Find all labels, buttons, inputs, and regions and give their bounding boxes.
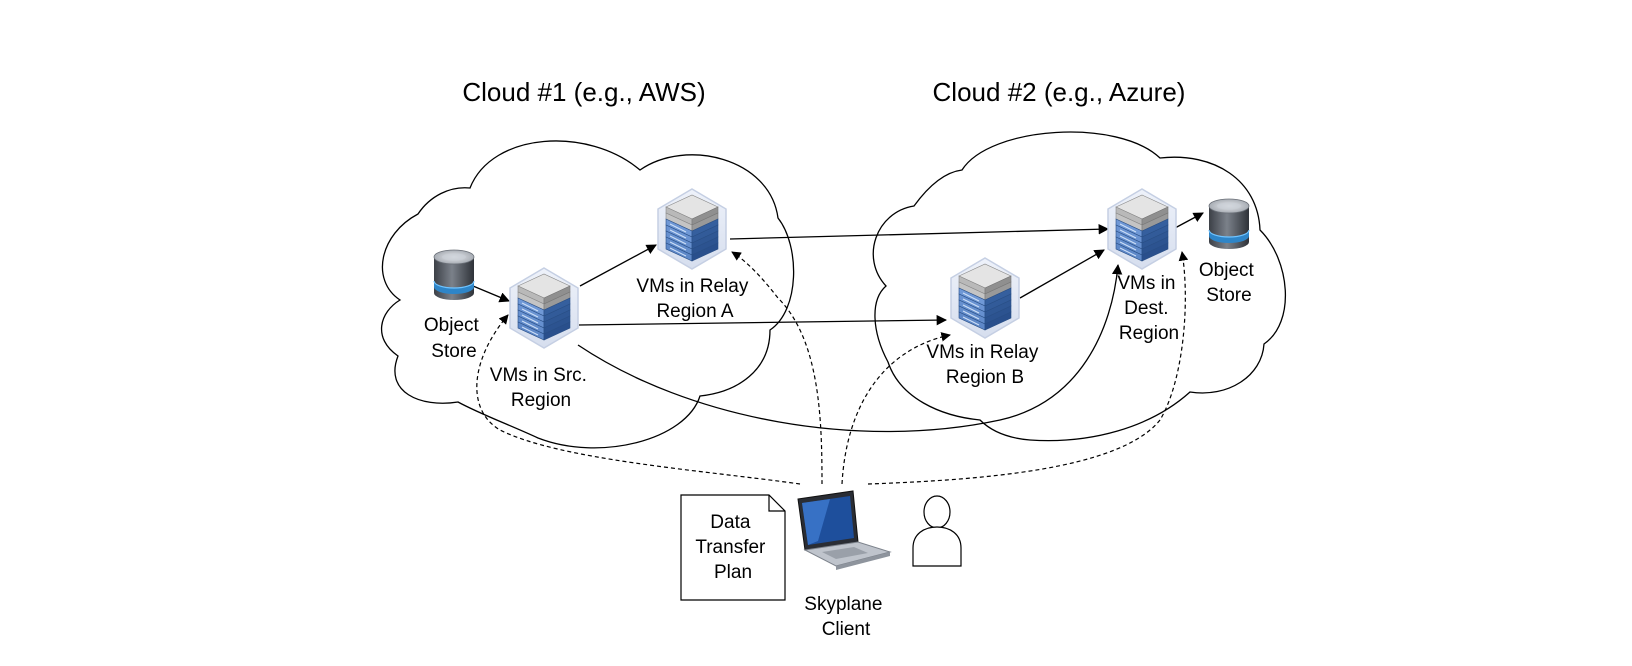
server-rack-icon xyxy=(1107,188,1177,270)
edge-relay-a-to-dest xyxy=(729,224,1110,240)
client-label: Skyplane Client xyxy=(804,594,887,640)
control-to-relay-a xyxy=(731,251,823,485)
src-store-label: Object Store xyxy=(424,315,484,362)
server-rack-icon xyxy=(657,188,727,270)
cloud-1-title: Cloud #1 (e.g., AWS) xyxy=(462,77,705,107)
user-icon xyxy=(912,495,962,567)
edge-store-to-src xyxy=(472,285,510,303)
dest-vms-label: VMs in Dest. Region xyxy=(1117,273,1180,344)
edge-dest-to-store xyxy=(1174,212,1204,229)
control-to-dest xyxy=(867,251,1189,485)
dest-store-label: Object Store xyxy=(1199,260,1259,306)
laptop-icon xyxy=(797,490,892,570)
edge-src-to-dest-direct xyxy=(577,263,1123,433)
cloud-1-shape xyxy=(381,140,795,449)
database-icon xyxy=(1208,198,1250,250)
document-icon xyxy=(680,494,786,601)
edge-src-to-relay-b xyxy=(578,314,948,326)
relay-b-label: VMs in Relay Region B xyxy=(926,342,1043,388)
edge-relay-b-to-dest xyxy=(1019,249,1105,299)
edge-src-to-relay-a xyxy=(579,244,657,287)
relay-a-label: VMs in Relay Region A xyxy=(636,276,753,322)
cloud-2-title: Cloud #2 (e.g., Azure) xyxy=(933,77,1186,107)
database-icon xyxy=(433,249,475,301)
src-vms-label: VMs in Src. Region xyxy=(490,365,592,411)
server-rack-icon xyxy=(509,267,579,349)
server-rack-icon xyxy=(950,257,1020,339)
control-to-src xyxy=(476,314,801,485)
cloud-2-shape xyxy=(872,131,1286,442)
plan-label: Data Transfer Plan xyxy=(695,512,770,583)
